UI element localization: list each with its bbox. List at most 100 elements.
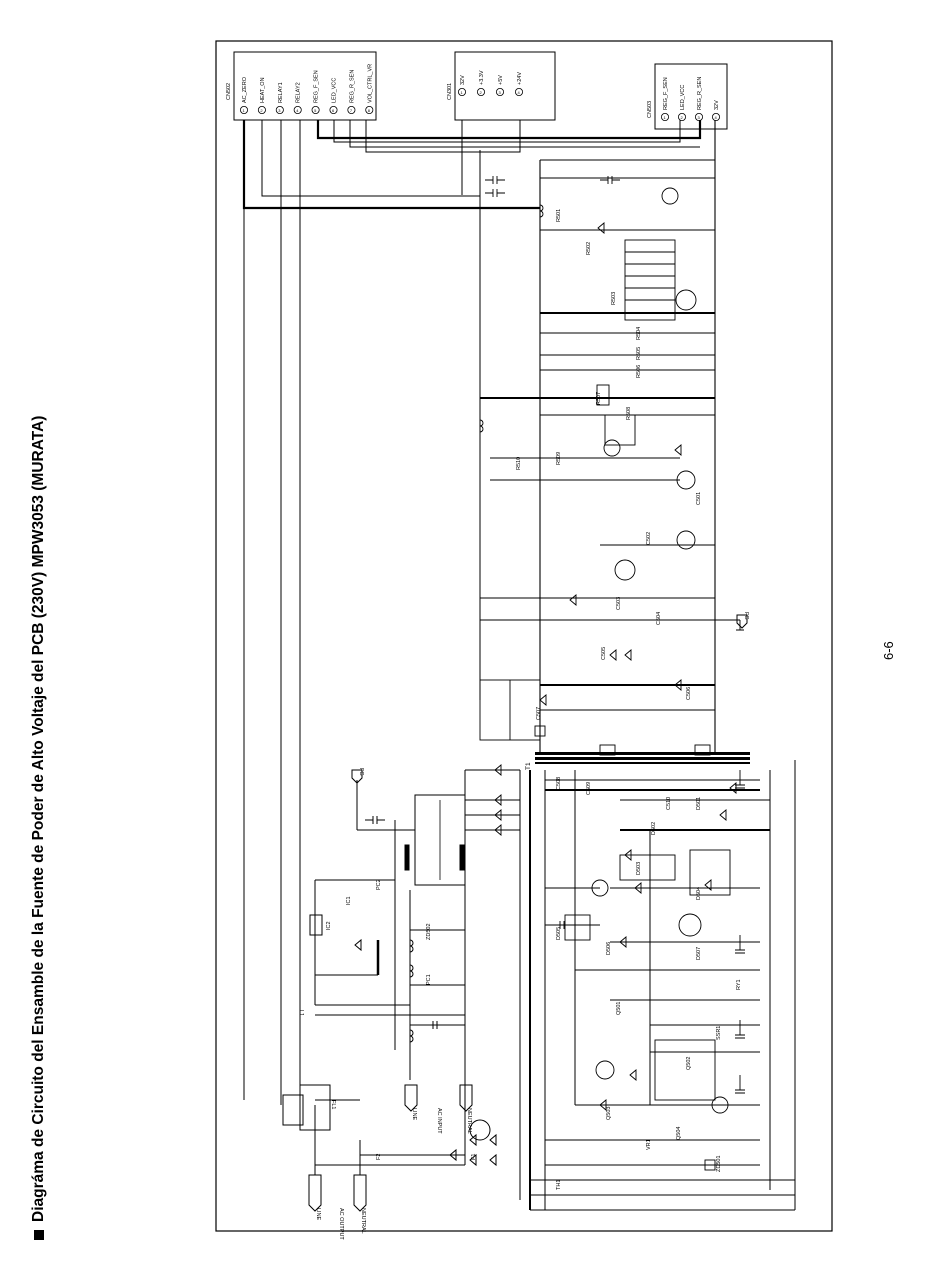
ac-output-neutral-label: NEUTRAL — [360, 1208, 366, 1234]
component-ref-label: ZD502 — [426, 923, 432, 940]
cn502-pin-5 — [311, 106, 320, 115]
cn502-wires — [242, 120, 702, 1105]
schematic-frame — [215, 40, 833, 1232]
cn503-pin-label: REG_R_SEN — [697, 77, 703, 110]
component-ref-label: R509 — [556, 452, 562, 465]
ac-input-line-terminal — [404, 1084, 418, 1112]
cn503-pin-1 — [661, 113, 670, 122]
component-ref-label: C503 — [616, 597, 622, 610]
cn301-pin-label: 32V — [460, 75, 466, 85]
cn503-pin-number: 3 — [698, 115, 701, 120]
cn502-pin-label: REG_R_SEN — [349, 70, 355, 103]
component-ref-label: Q503 — [606, 1107, 612, 1120]
component-ref-label: R502 — [586, 242, 592, 255]
cn301-pin-number: 2 — [480, 90, 483, 95]
fg-label-primary: FG — [358, 768, 364, 776]
component-ref-label: ZD501 — [716, 1155, 722, 1172]
ac-output-label: AC OUTPUT — [338, 1208, 344, 1240]
cn503-pin-2 — [678, 113, 687, 122]
component-ref-label: D503 — [636, 862, 642, 875]
component-ref-label: D506 — [606, 942, 612, 955]
component-ref-label: RY1 — [736, 979, 742, 990]
ac-input-label: AC INPUT — [436, 1108, 442, 1134]
ac-output-line-label: LINE — [315, 1208, 321, 1221]
cn502-pin-label: RELAY1 — [278, 82, 284, 103]
connector-cn301-name: CN301 — [447, 83, 453, 100]
component-labels: R501R502R503R504R505R506R507R508R509R510… — [326, 209, 742, 1190]
component-ref-label: C509 — [586, 782, 592, 795]
connector-cn502-name: CN502 — [226, 83, 232, 100]
component-ref-label: D505 — [556, 927, 562, 940]
cn502-pin-number: 2 — [260, 108, 263, 113]
cn503-pin-4 — [712, 113, 721, 122]
transformer-t1: T1 — [525, 752, 750, 770]
component-ref-label: Q501 — [616, 1002, 622, 1015]
cn301-pin-1 — [457, 88, 466, 97]
component-ref-label: VR1 — [646, 1139, 652, 1150]
terminals — [308, 614, 748, 1212]
cn301-pin-3 — [495, 88, 504, 97]
component-ref-label: Q502 — [686, 1057, 692, 1070]
component-ref-label: R510 — [516, 457, 522, 470]
fl1-label: FL1 — [330, 1100, 336, 1109]
connector-cn502: CN502 1AC_ZERO2HEAT_ON3RELAY14RELAY25REG… — [226, 51, 377, 121]
cn502-pin-label: LED_VCC — [332, 78, 338, 103]
component-ref-label: R504 — [636, 327, 642, 340]
cn502-pin-number: 8 — [368, 108, 371, 113]
cn502-pin-number: 6 — [332, 108, 335, 113]
cn502-pin-label: RELAY2 — [296, 82, 302, 103]
cn502-pin-number: 4 — [296, 108, 299, 113]
cn503-pin-number: 4 — [715, 115, 718, 120]
component-ref-label: R501 — [556, 209, 562, 222]
connector-cn503-name: CN503 — [647, 101, 653, 118]
cn502-pin-label: AC_ZERO — [242, 76, 248, 103]
component-ref-label: Q504 — [676, 1127, 682, 1140]
component-ref-label: C502 — [646, 532, 652, 545]
component-ref-label: D507 — [696, 947, 702, 960]
component-ref-label: PC1 — [426, 974, 432, 985]
component-ref-label: IC2 — [326, 921, 332, 930]
cn503-pin-number: 1 — [664, 115, 667, 120]
component-ref-label: D502 — [651, 822, 657, 835]
io-labels: LINE NEUTRAL AC INPUT LINE NEUTRAL AC OU… — [298, 612, 749, 1240]
cn502-pin-6 — [329, 106, 338, 115]
ac-input-neutral-label: NEUTRAL — [466, 1108, 472, 1134]
cn502-pin-number: 5 — [314, 108, 317, 113]
cn503-pin-label: REG_F_SEN — [663, 77, 669, 110]
cn502-pin-number: 1 — [243, 108, 246, 113]
secondary-bus — [461, 120, 740, 755]
component-ref-label: IC1 — [346, 896, 352, 905]
fg-label-secondary: FG — [743, 612, 749, 620]
component-ref-label: R506 — [636, 365, 642, 378]
cn301-pin-4 — [515, 88, 524, 97]
cn502-pin-3 — [275, 106, 284, 115]
cn502-pin-number: 3 — [278, 108, 281, 113]
component-ref-label: C501 — [696, 492, 702, 505]
cn301-pin-number: 4 — [518, 90, 521, 95]
component-ref-label: C504 — [656, 612, 662, 625]
ac-input-neutral-terminal — [459, 1084, 473, 1112]
component-ref-label: TH1 — [556, 1180, 562, 1190]
component-ref-label: C507 — [536, 707, 542, 720]
component-ref-label: R503 — [611, 292, 617, 305]
component-ref-label: C508 — [556, 777, 562, 790]
cn502-pin-7 — [347, 106, 356, 115]
component-ref-label: F1 — [471, 1154, 477, 1160]
component-ref-label: SSR1 — [716, 1026, 722, 1040]
cn503-pin-label: LED_VCC — [680, 85, 686, 110]
l1-label: L1 — [298, 1010, 304, 1016]
component-ref-label: D504 — [696, 887, 702, 900]
cn502-pin-2 — [257, 106, 266, 115]
cn502-pin-label: VOL_CTRL_VR — [367, 64, 373, 103]
primary-components — [494, 764, 745, 1171]
cn301-pin-2 — [476, 88, 485, 97]
cn301-pin-number: 1 — [461, 90, 464, 95]
component-ref-label: R505 — [636, 347, 642, 360]
component-ref-label: C510 — [666, 797, 672, 810]
cn502-pin-number: 7 — [350, 108, 353, 113]
t1-label: T1 — [525, 762, 532, 770]
cn502-pin-4 — [293, 106, 302, 115]
